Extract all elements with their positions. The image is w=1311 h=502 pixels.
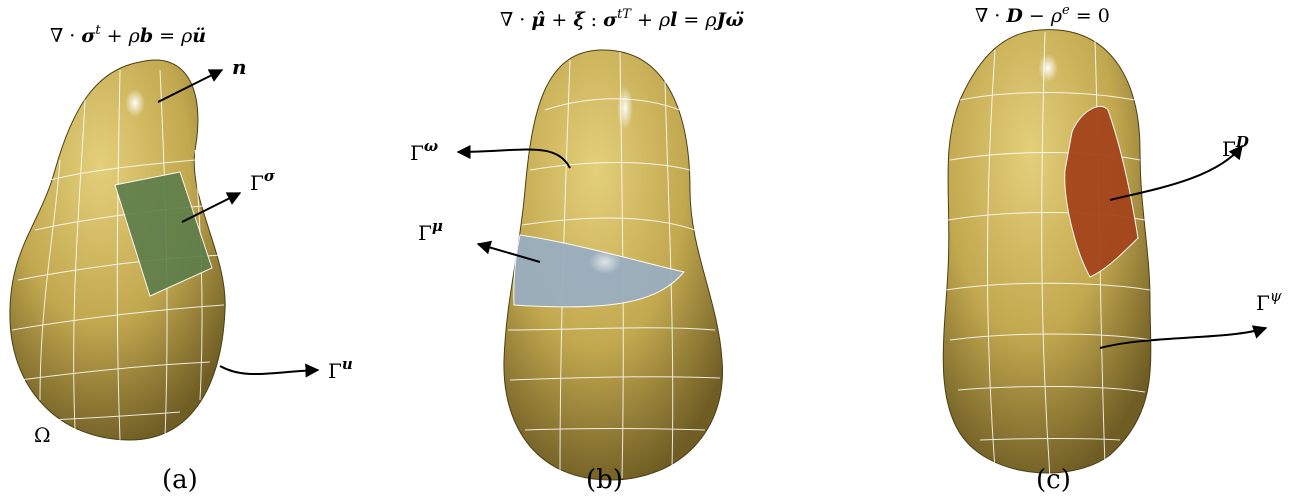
equation-b: ∇ · μ̂ + ξ : σtT + ρl = ρJω̈	[500, 7, 744, 31]
caption-a: (a)	[162, 465, 198, 495]
gamma-u-label: Γu	[328, 355, 353, 383]
gamma-mu-label: Γμ	[418, 217, 443, 245]
gamma-omega-arrow	[456, 144, 571, 169]
panel-c: ∇ · D − ρe = 0 ΓD Γψ (c)	[942, 3, 1282, 495]
caption-b: (b)	[586, 465, 623, 495]
highlight-c	[1038, 54, 1058, 82]
normal-arrow	[157, 69, 224, 103]
gamma-d-label: ΓD	[1222, 133, 1249, 161]
highlight-b2	[589, 250, 621, 274]
domain-label: Ω	[34, 423, 51, 447]
equation-a: ∇ · σt + ρb = ρü	[50, 23, 206, 47]
equation-c: ∇ · D − ρe = 0	[975, 3, 1110, 27]
gamma-psi-arrow	[1099, 325, 1268, 349]
highlight-a	[125, 89, 145, 117]
highlight-b	[617, 86, 633, 130]
gamma-psi-label: Γψ	[1256, 287, 1282, 315]
gamma-mu-arrow	[476, 240, 541, 263]
gamma-d-patch	[1064, 105, 1139, 278]
caption-c: (c)	[1036, 465, 1071, 495]
normal-label: n	[232, 55, 247, 79]
gamma-d-arrow	[1109, 144, 1243, 201]
gamma-omega-label: Γω	[410, 137, 438, 165]
gamma-sigma-label: Γσ	[250, 167, 276, 195]
gamma-sigma-patch	[114, 171, 213, 297]
gamma-u-arrow	[219, 363, 320, 378]
mesh-c	[945, 31, 1153, 479]
panel-a: ∇ · σt + ρb = ρü n Γσ Γu Ω (a)	[9, 23, 353, 495]
panel-b: ∇ · μ̂ + ξ : σtT + ρl = ρJω̈ Γω Γμ (b)	[410, 7, 744, 495]
gamma-sigma-arrow	[181, 192, 242, 223]
